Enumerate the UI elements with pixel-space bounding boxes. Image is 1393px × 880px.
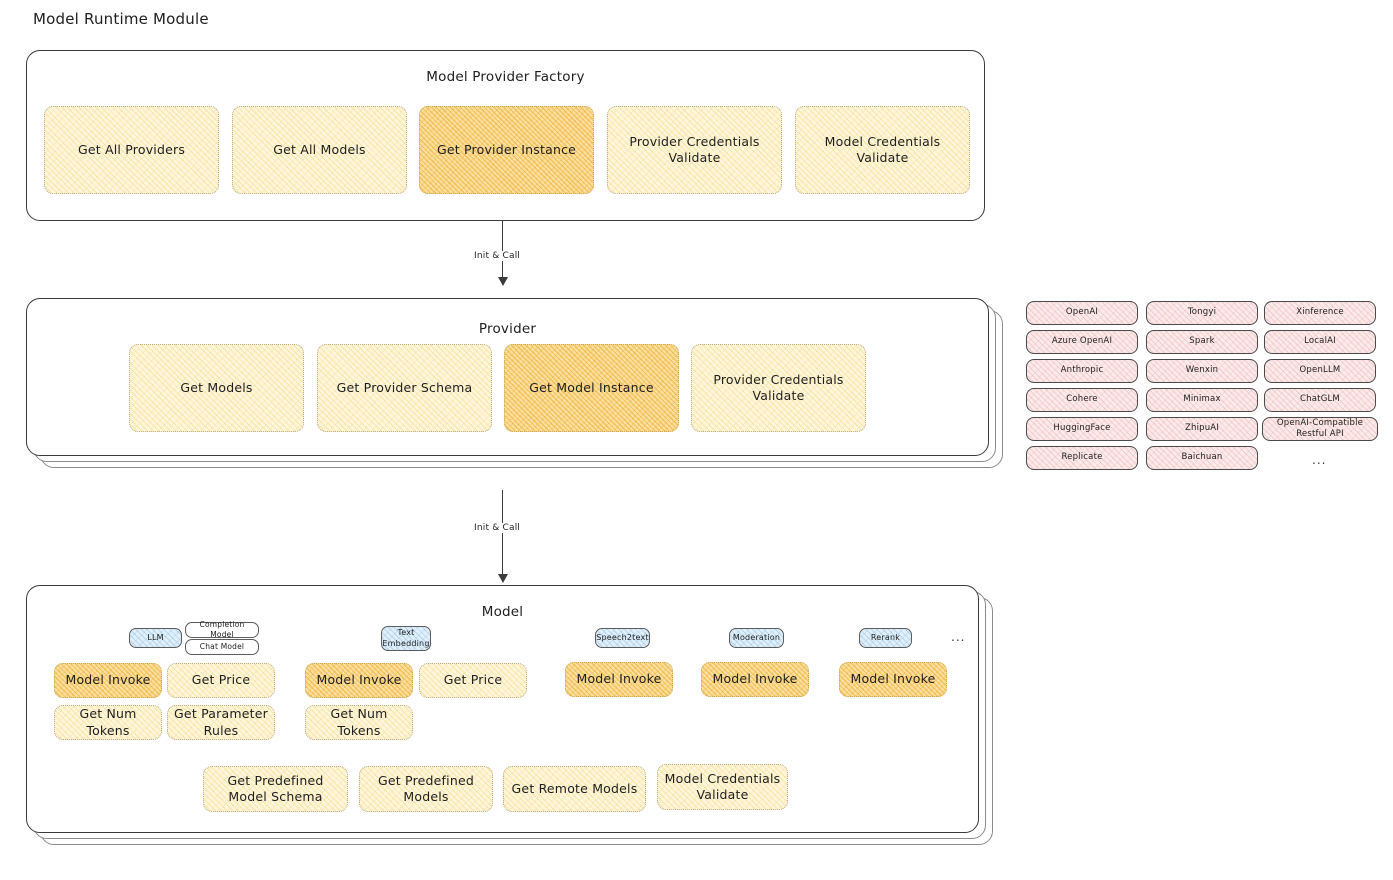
provider-list-item-azure-openai[interactable]: Azure OpenAI [1026,330,1138,354]
model-method-llm-model-invoke[interactable]: Model Invoke [54,663,162,698]
provider-box-provider-credentials-validate[interactable]: Provider Credentials Validate [691,344,866,432]
factory-box-model-credentials-validate[interactable]: Model Credentials Validate [795,106,970,194]
arrow-factory-to-provider-head [498,277,508,286]
provider-list-ellipsis: ... [1312,453,1327,467]
model-shared-method-get-predefined-models[interactable]: Get Predefined Models [359,766,493,812]
model-method-llm-get-parameter-rules[interactable]: Get Parameter Rules [167,705,275,740]
model-shared-method-get-predefined-model-schema[interactable]: Get Predefined Model Schema [203,766,348,812]
model-method-text-embedding-model-invoke[interactable]: Model Invoke [305,663,413,698]
model-type-badge-text-embedding[interactable]: Text Embedding [381,626,431,651]
provider-list-item-minimax[interactable]: Minimax [1146,388,1258,412]
provider-list-item-tongyi[interactable]: Tongyi [1146,301,1258,325]
model-provider-factory-title: Model Provider Factory [426,69,585,85]
provider-list-item-anthropic[interactable]: Anthropic [1026,359,1138,383]
model-method-rerank-model-invoke[interactable]: Model Invoke [839,662,947,697]
model-method-text-embedding-get-num-tokens[interactable]: Get Num Tokens [305,705,413,740]
provider-list-item-cohere[interactable]: Cohere [1026,388,1138,412]
provider-list-item-zhipuai[interactable]: ZhipuAI [1146,417,1258,441]
provider-list-item-spark[interactable]: Spark [1146,330,1258,354]
arrow-factory-to-provider-line [502,221,504,279]
provider-list-item-localai[interactable]: LocalAI [1264,330,1376,354]
model-type-badge-moderation[interactable]: Moderation [729,628,784,648]
provider-list-item-xinference[interactable]: Xinference [1264,301,1376,325]
provider-list-item-chatglm[interactable]: ChatGLM [1264,388,1376,412]
provider-list-item-replicate[interactable]: Replicate [1026,446,1138,470]
model-method-llm-get-price[interactable]: Get Price [167,663,275,698]
provider-list-item-openai[interactable]: OpenAI [1026,301,1138,325]
model-shared-method-model-credentials-validate[interactable]: Model Credentials Validate [657,764,788,810]
factory-box-get-all-providers[interactable]: Get All Providers [44,106,219,194]
arrow-provider-to-model-label: Init & Call [470,523,525,533]
provider-title: Provider [478,321,537,337]
arrow-factory-to-provider-label: Init & Call [470,251,525,261]
provider-list-item-huggingface[interactable]: HuggingFace [1026,417,1138,441]
model-type-badge-llm[interactable]: LLM [129,628,182,648]
model-title: Model [481,604,524,620]
model-method-speech2text-model-invoke[interactable]: Model Invoke [565,662,673,697]
provider-list-item-openai-compatible-restful-api[interactable]: OpenAI-Compatible Restful API [1262,417,1378,441]
model-types-ellipsis: ... [951,630,966,644]
model-subtype-badge-chat-model[interactable]: Chat Model [185,639,259,655]
model-shared-method-get-remote-models[interactable]: Get Remote Models [503,766,646,812]
model-subtype-badge-completion-model[interactable]: Completion Model [185,620,259,639]
provider-box-get-models[interactable]: Get Models [129,344,304,432]
page-title: Model Runtime Module [33,10,209,28]
factory-box-get-provider-instance[interactable]: Get Provider Instance [419,106,594,194]
provider-list-item-openllm[interactable]: OpenLLM [1264,359,1376,383]
provider-list-item-baichuan[interactable]: Baichuan [1146,446,1258,470]
model-method-text-embedding-get-price[interactable]: Get Price [419,663,527,698]
model-method-moderation-model-invoke[interactable]: Model Invoke [701,662,809,697]
provider-list-item-wenxin[interactable]: Wenxin [1146,359,1258,383]
arrow-provider-to-model-line [502,490,504,578]
factory-box-provider-credentials-validate[interactable]: Provider Credentials Validate [607,106,782,194]
provider-box-get-model-instance[interactable]: Get Model Instance [504,344,679,432]
arrow-provider-to-model-head [498,574,508,583]
provider-box-get-provider-schema[interactable]: Get Provider Schema [317,344,492,432]
model-type-badge-rerank[interactable]: Rerank [859,628,912,648]
factory-box-get-all-models[interactable]: Get All Models [232,106,407,194]
model-method-llm-get-num-tokens[interactable]: Get Num Tokens [54,705,162,740]
model-type-badge-speech2text[interactable]: Speech2text [595,628,650,648]
